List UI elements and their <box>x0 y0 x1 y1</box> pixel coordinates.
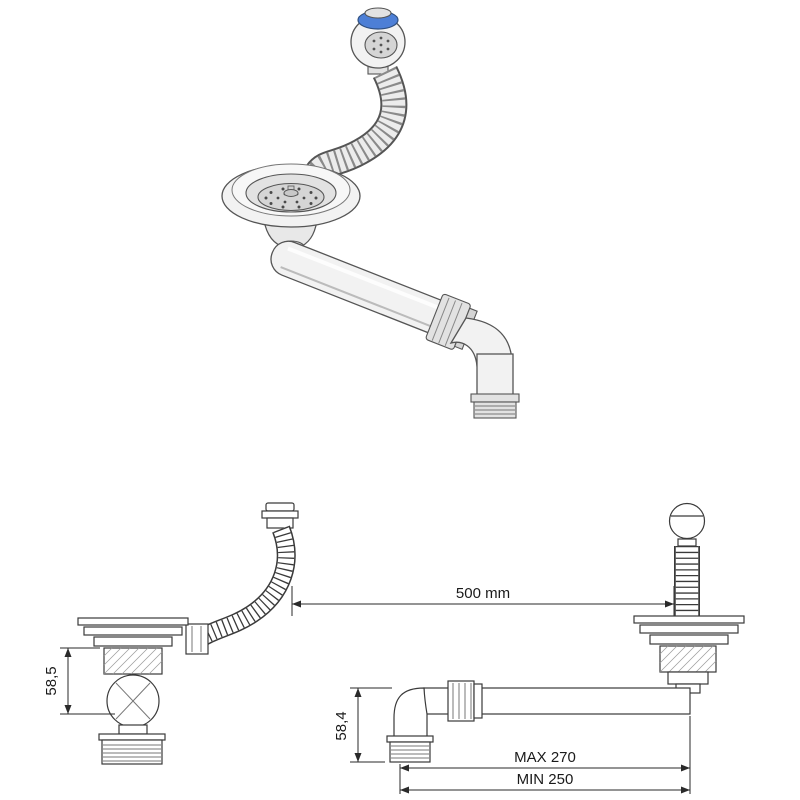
overflow-hose-2d-left <box>198 525 296 646</box>
overflow-cap-3d <box>350 7 406 75</box>
elbow-2d <box>393 687 428 741</box>
dimension-length-range: MAX 270 MIN 250 <box>399 716 691 794</box>
view-overflow-side <box>633 502 745 694</box>
view-strainer-side: 58,5 <box>43 502 299 765</box>
coupling-threaded-2d <box>389 741 431 763</box>
coupling-flange-left <box>98 733 166 741</box>
cap-top <box>364 7 392 19</box>
overflow-cap-2d-right <box>668 502 706 540</box>
coupling-flange-2d <box>386 735 434 743</box>
coupling-threaded-left <box>101 739 163 765</box>
dimension-outlet-height: 58,4 <box>333 687 392 763</box>
dimension-span: 500 mm <box>291 585 675 616</box>
hatching-right <box>659 645 717 673</box>
render-3d-assembly <box>221 7 520 419</box>
outlet-stub-right <box>667 671 709 685</box>
compression-nut-2d <box>447 680 475 722</box>
outlet-pipe-3d <box>270 240 478 351</box>
vertical-tube <box>476 353 514 397</box>
strainer-body-section-right <box>659 645 717 673</box>
view-outlet-pipe: 58,4 MAX 270 MIN 250 <box>333 680 691 794</box>
dimension-strainer-height: 58,5 <box>43 647 115 715</box>
label-outlet-height: 58,4 <box>333 711 350 740</box>
strainer-section-left <box>77 617 189 765</box>
strainer-holes <box>264 187 318 209</box>
hatching-left <box>103 647 163 675</box>
sink-strainer-3d <box>221 163 361 254</box>
outlet-elbow-3d <box>449 317 520 419</box>
overflow-cap-2d-left <box>261 502 299 529</box>
label-length-max: MAX 270 <box>514 749 576 766</box>
joint-neck-left <box>118 724 148 735</box>
overflow-bracket-left <box>185 623 209 655</box>
strainer-section-right <box>633 615 745 694</box>
coupling-flange <box>470 393 520 403</box>
strainer-knob <box>283 189 299 197</box>
label-span: 500 mm <box>456 585 510 602</box>
label-strainer-height: 58,5 <box>43 666 60 695</box>
label-length-min: MIN 250 <box>517 771 574 788</box>
cap-face-holes <box>372 36 390 54</box>
nut-ring-2d <box>473 683 483 719</box>
overflow-hose-3d <box>305 65 408 182</box>
cap-neck-right <box>677 538 697 547</box>
